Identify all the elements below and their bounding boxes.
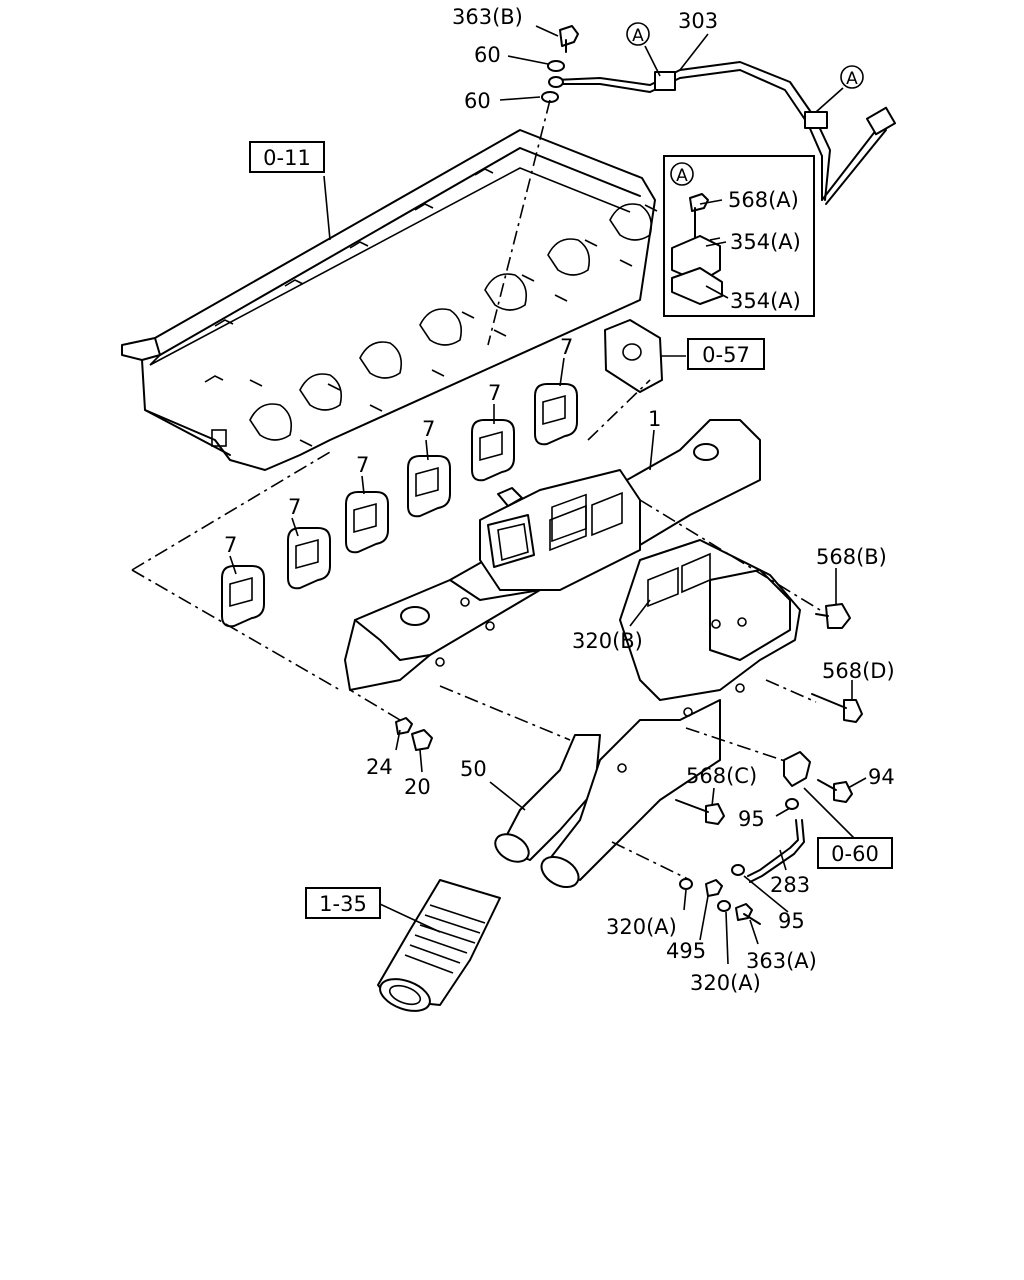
callout-94: 94	[868, 765, 895, 789]
ref-0-57: 0-57	[687, 338, 765, 370]
callout-283: 283	[770, 873, 810, 897]
callout-7: 7	[422, 417, 435, 441]
callout-60: 60	[474, 43, 501, 67]
ref-0-57-label: 0-57	[702, 343, 750, 367]
callout-60: 60	[464, 89, 491, 113]
ref-1-35: 1-35	[305, 887, 381, 919]
intake-hose	[377, 879, 501, 1012]
ref-0-11-label: 0-11	[263, 146, 311, 170]
callout-568b: 568(B)	[816, 545, 887, 569]
marker-a-detail: A	[670, 162, 694, 186]
callout-354a: 354(A)	[730, 289, 801, 313]
callout-320a: 320(A)	[606, 915, 677, 939]
ref-0-11: 0-11	[249, 141, 325, 173]
callout-20: 20	[404, 775, 431, 799]
callout-320a: 320(A)	[690, 971, 761, 995]
callout-7: 7	[224, 533, 237, 557]
callout-labels: 363(B) 60 60 303 568(A) 354(A) 354(A) 7 …	[224, 5, 895, 995]
callout-363a: 363(A)	[746, 949, 817, 973]
callout-95: 95	[778, 909, 805, 933]
port-gaskets	[131, 383, 578, 691]
leader-lines	[229, 25, 867, 965]
callout-568c: 568(C)	[686, 764, 757, 788]
callout-7: 7	[288, 495, 301, 519]
callout-7: 7	[356, 453, 369, 477]
callout-1: 1	[648, 407, 661, 431]
small-fasteners	[395, 603, 863, 925]
ref-0-60-label: 0-60	[831, 842, 879, 866]
callout-7: 7	[560, 335, 573, 359]
callout-568a: 568(A)	[728, 188, 799, 212]
marker-a-top-left: A	[626, 22, 650, 46]
callout-495: 495	[666, 939, 706, 963]
marker-a-label: A	[632, 26, 644, 46]
ref-0-60: 0-60	[817, 837, 893, 869]
callout-320b: 320(B)	[572, 629, 643, 653]
cover-plate	[587, 319, 663, 441]
marker-a-label: A	[676, 166, 688, 186]
callout-354a: 354(A)	[730, 230, 801, 254]
callout-568d: 568(D)	[822, 659, 895, 683]
intake-manifold	[344, 419, 821, 889]
cylinder-head	[121, 129, 658, 471]
callout-50: 50	[460, 757, 487, 781]
callout-24: 24	[366, 755, 393, 779]
marker-a-top-right: A	[840, 65, 864, 89]
marker-a-label: A	[846, 69, 858, 89]
top-fasteners	[487, 25, 579, 346]
callout-363b: 363(B)	[452, 5, 523, 29]
breather-pipe	[548, 61, 897, 205]
callout-95: 95	[738, 807, 765, 831]
callout-7: 7	[488, 381, 501, 405]
callout-303: 303	[678, 9, 718, 33]
ref-1-35-label: 1-35	[319, 892, 367, 916]
